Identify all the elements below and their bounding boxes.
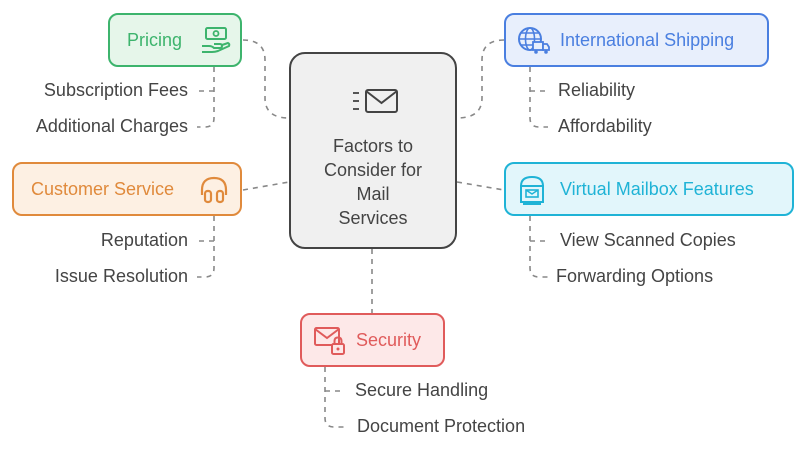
node-customer-service: Customer Service	[12, 162, 242, 216]
node-pricing: Pricing	[108, 13, 242, 67]
pricing-item: Additional Charges	[35, 116, 188, 136]
central-topic-label: Factors to Consider for Mail Services	[323, 136, 423, 228]
headphones-icon	[200, 176, 228, 204]
mailbox-icon	[520, 175, 544, 205]
mail-icon	[353, 89, 398, 113]
node-virtual-mailbox: Virtual Mailbox Features	[504, 162, 794, 216]
pricing-item: Subscription Fees	[43, 80, 188, 100]
security-item: Secure Handling	[355, 380, 489, 400]
virtual-mailbox-item: View Scanned Copies	[560, 230, 736, 250]
node-customer-service-label: Customer Service	[31, 178, 175, 199]
central-topic: Factors to Consider for Mail Services	[289, 52, 457, 249]
customer-service-item: Reputation	[100, 230, 188, 250]
connector-virtual-mailbox	[456, 181, 505, 191]
international-shipping-item: Affordability	[558, 116, 652, 136]
mail-lock-icon	[314, 327, 345, 355]
globe-truck-icon	[518, 27, 550, 54]
security-item: Document Protection	[357, 416, 526, 436]
virtual-mailbox-item: Forwarding Options	[556, 266, 714, 286]
international-shipping-item: Reliability	[558, 80, 636, 100]
node-pricing-label: Pricing	[127, 29, 183, 50]
connector-pricing	[242, 39, 290, 119]
node-security-label: Security	[356, 329, 422, 350]
node-international-shipping: International Shipping	[504, 13, 769, 67]
customer-service-item: Issue Resolution	[54, 266, 188, 286]
node-virtual-mailbox-label: Virtual Mailbox Features	[560, 178, 754, 199]
node-international-shipping-label: International Shipping	[560, 29, 735, 50]
connector-international-shipping	[456, 39, 505, 119]
cash-hand-icon	[202, 27, 231, 53]
node-security: Security	[300, 313, 445, 367]
connector-customer-service	[242, 181, 290, 191]
